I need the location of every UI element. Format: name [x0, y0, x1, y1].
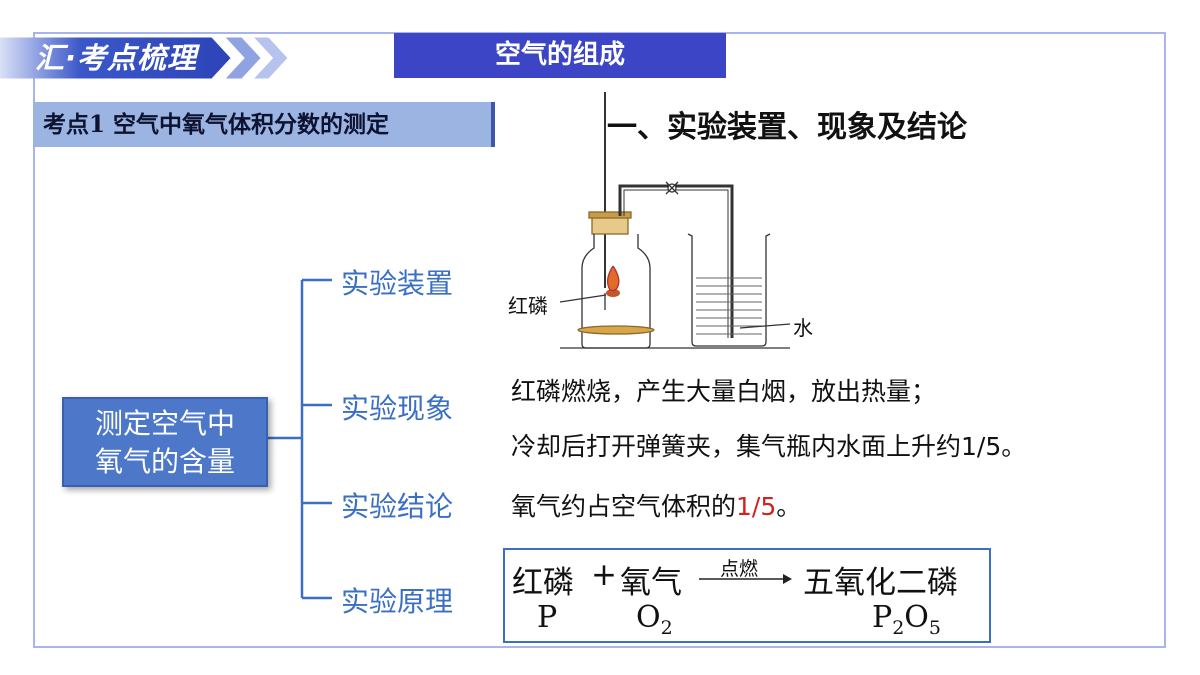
phenomenon-line-2: 冷却后打开弹簧夹，集气瓶内水面上升约1/5。	[511, 432, 1027, 461]
banner-shape	[0, 37, 288, 79]
banner-title: 汇·考点梳理	[35, 41, 198, 75]
center-line-2: 氧气的含量	[94, 445, 235, 478]
reaction-condition: 点燃	[720, 558, 759, 580]
plus-sign: +	[591, 557, 617, 593]
reaction-arrow-icon	[699, 574, 792, 584]
phenomenon-line-1: 红磷燃烧，产生大量白烟，放出热量；	[511, 377, 937, 406]
section-heading: 一、实验装置、现象及结论	[607, 110, 967, 145]
conclusion-suffix: 。	[776, 492, 802, 521]
branch-principle: 实验原理	[341, 585, 454, 618]
equation-box	[503, 548, 991, 643]
mindmap-center-node: 测定空气中 氧气的含量	[62, 397, 268, 487]
section-title: 考点1 空气中氧气体积分数的测定	[33, 102, 495, 147]
branch-phenomenon: 实验现象	[341, 392, 454, 425]
mindmap-connectors	[268, 278, 332, 600]
formula-o2: O2	[636, 600, 673, 639]
reactant-red-phosphorus: 红磷	[512, 565, 574, 601]
branch-apparatus: 实验装置	[341, 267, 454, 300]
label-water: 水	[793, 316, 813, 340]
label-red-phosphorus: 红磷	[508, 294, 548, 318]
formula-p2o5: P2O5	[872, 600, 941, 639]
center-line-1: 测定空气中	[94, 407, 235, 440]
formula-p: P	[537, 600, 558, 635]
branch-conclusion: 实验结论	[341, 490, 454, 523]
conclusion-fraction: 1/5	[736, 492, 777, 521]
conclusion-prefix: 氧气约占空气体积的	[511, 492, 737, 521]
reactant-oxygen: 氧气	[620, 565, 682, 601]
conclusion-text: 氧气约占空气体积的1/5。	[511, 487, 801, 523]
topic-title: 空气的组成	[394, 33, 726, 78]
product-p2o5: 五氧化二磷	[803, 565, 958, 601]
apparatus-diagram	[559, 92, 791, 349]
